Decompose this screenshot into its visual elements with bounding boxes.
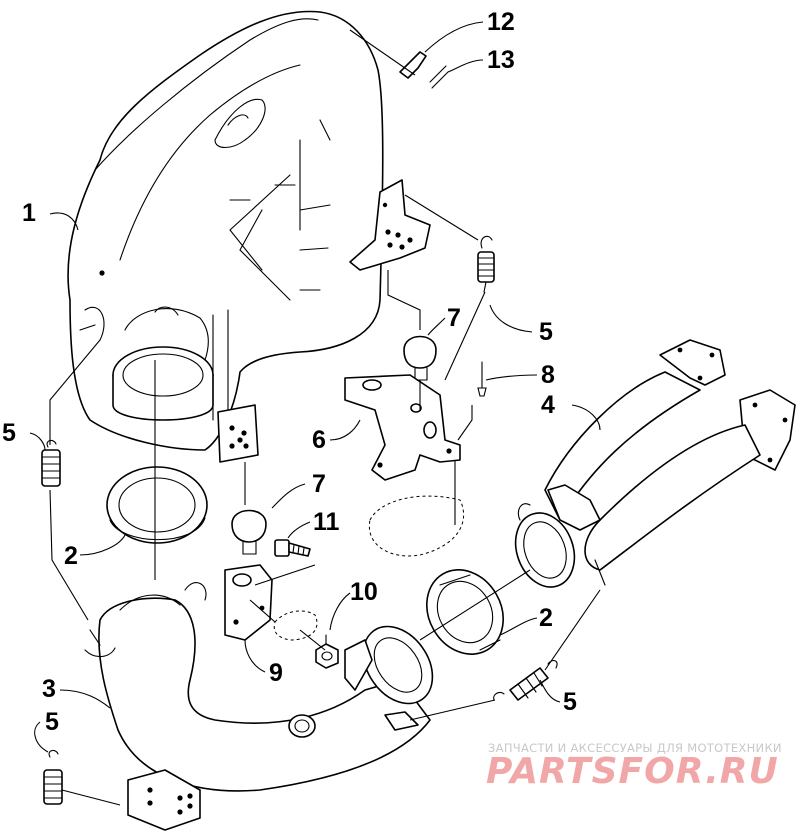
callout-4: 4 [541, 391, 555, 419]
assembly-lines [49, 29, 601, 806]
clip-12 [399, 51, 427, 79]
nut-10 [315, 634, 339, 669]
callout-10: 10 [350, 578, 378, 606]
spring-13 [429, 65, 449, 89]
spring-left [41, 439, 61, 487]
callout-9: 9 [269, 659, 283, 687]
header-pipe [514, 339, 796, 588]
spring-bottom-left [43, 749, 63, 805]
y-pipe [84, 582, 434, 831]
callout-2-right: 2 [539, 604, 553, 632]
upper-bracket [349, 179, 431, 271]
callout-5-left: 5 [2, 419, 16, 447]
rubber-mount-lower [231, 509, 267, 555]
pin-8 [477, 361, 487, 397]
gasket-left [106, 466, 208, 544]
watermark-logo: PARTSFOR.RU [486, 751, 779, 792]
callout-7-upper: 7 [447, 304, 461, 332]
callout-6: 6 [312, 426, 326, 454]
callout-5-bottom-right: 5 [563, 688, 577, 716]
callout-7-lower: 7 [312, 470, 326, 498]
bolt-11 [274, 539, 311, 557]
watermark-subtitle: ЗАПЧАСТИ И АКСЕССУАРЫ ДЛЯ МОТОТЕХНИКИ [488, 741, 782, 755]
mount-bracket-6 [344, 374, 465, 557]
callout-11: 11 [313, 508, 340, 536]
spring-upper-right [477, 235, 495, 293]
callout-13: 13 [487, 46, 515, 74]
callout-1: 1 [22, 199, 36, 227]
spring-bottom-right [493, 659, 558, 701]
callout-5-bottom-left: 5 [45, 708, 59, 736]
callout-3: 3 [42, 675, 56, 703]
callout-12: 12 [487, 8, 515, 36]
muffler [67, 10, 384, 463]
callout-8: 8 [541, 361, 555, 389]
callout-leaders [29, 21, 601, 753]
callout-2-left: 2 [64, 542, 78, 570]
callout-5-upper-right: 5 [539, 318, 553, 346]
bracket-9 [224, 564, 318, 641]
rubber-mount-upper [403, 335, 437, 381]
